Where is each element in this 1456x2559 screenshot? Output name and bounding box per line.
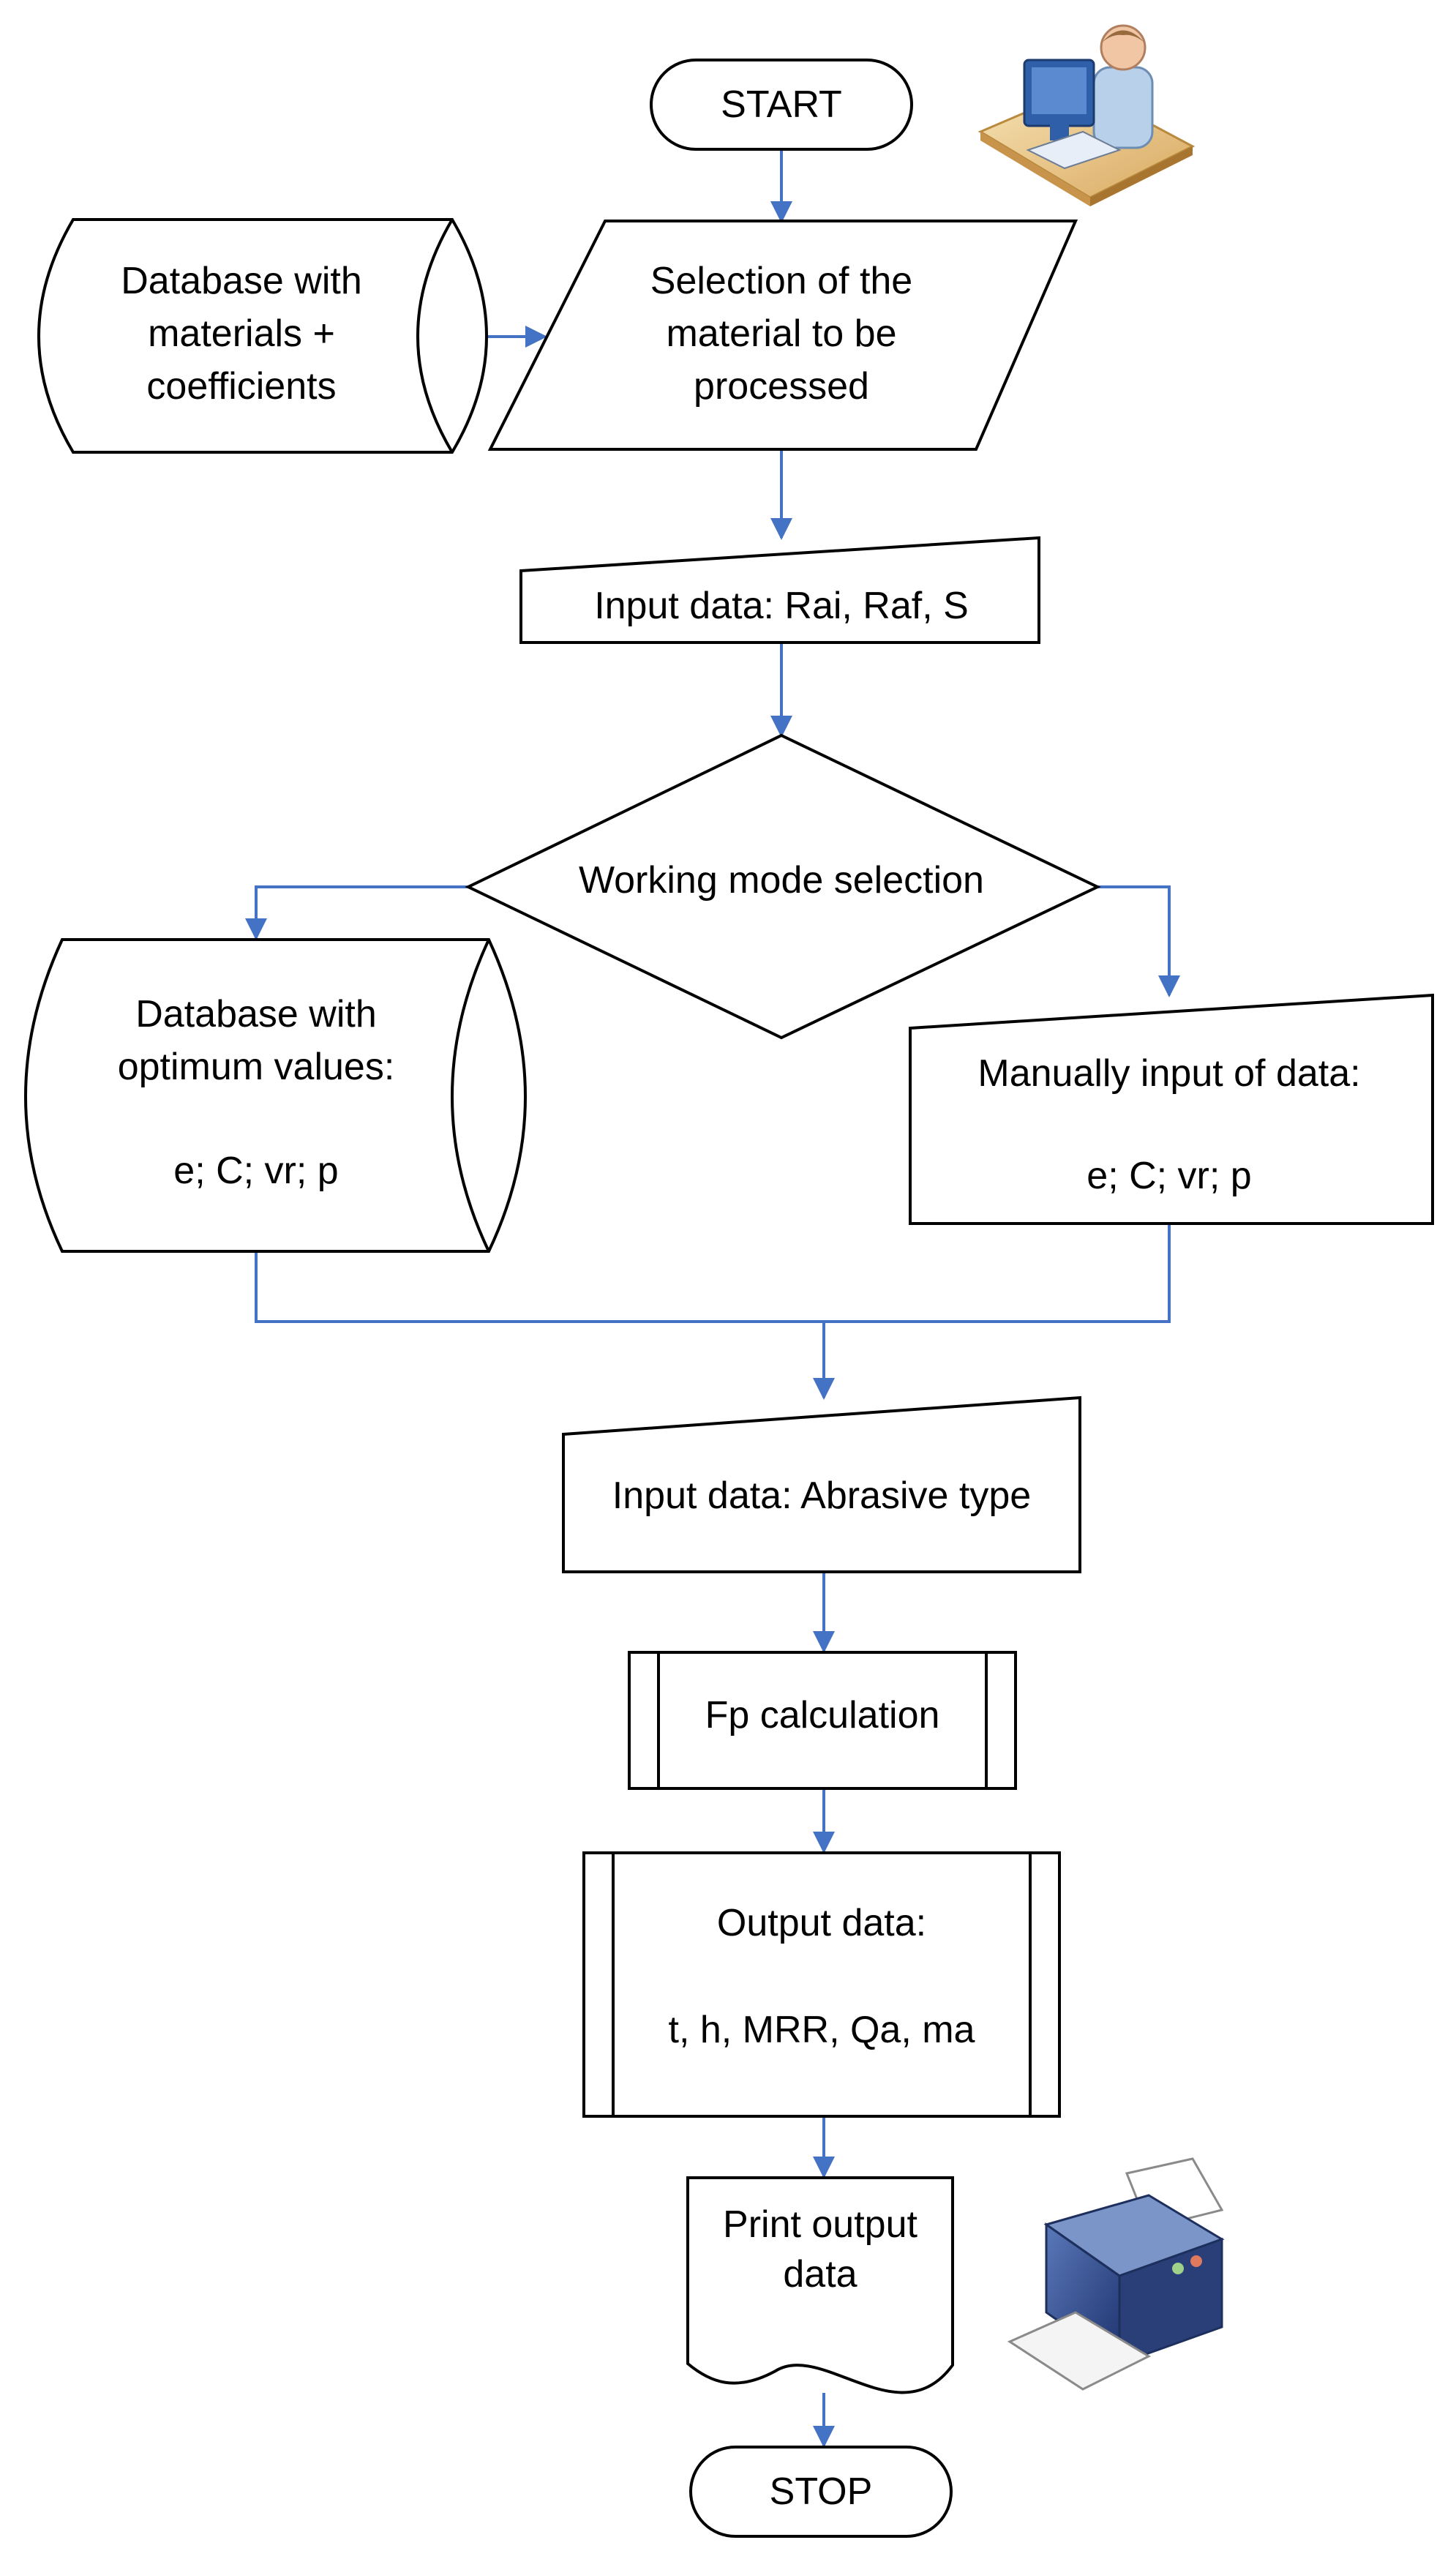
print-node: Print output data <box>686 2176 954 2394</box>
start-label: START <box>721 83 842 126</box>
output-node: Output data: t, h, MRR, Qa, ma <box>582 1851 1061 2118</box>
computer-user-icon <box>977 24 1196 206</box>
selection-node: Selection of the material to be processe… <box>487 220 1078 451</box>
input-rai-node: Input data: Rai, Raf, S <box>519 536 1040 644</box>
database-materials: Database with materials + coefficients <box>37 218 488 454</box>
output-line-1: Output data: <box>717 1902 926 1944</box>
selection-line-3: processed <box>694 365 869 408</box>
connector-decision-to-manual <box>1097 885 1180 997</box>
selection-line-1: Selection of the <box>650 260 912 302</box>
connector-decision-to-database <box>245 885 468 940</box>
connectors <box>245 150 1180 2448</box>
selection-line-2: material to be <box>666 312 896 355</box>
print-line-1: Print output <box>723 2203 917 2246</box>
manual-input-line-1: Manually input of data: <box>977 1052 1360 1095</box>
print-line-2: data <box>783 2253 857 2296</box>
input-rai-label: Input data: Rai, Raf, S <box>594 585 969 627</box>
fp-calculation-label: Fp calculation <box>705 1694 940 1736</box>
stop-label: STOP <box>770 2470 873 2513</box>
fp-calculation-node: Fp calculation <box>628 1651 1017 1790</box>
database-optimum: Database with optimum values: e; C; vr; … <box>24 938 527 1253</box>
output-line-2: t, h, MRR, Qa, ma <box>669 2009 975 2051</box>
start-node: START <box>650 59 913 151</box>
manual-input-line-2: e; C; vr; p <box>1087 1155 1251 1197</box>
input-abrasive-node: Input data: Abrasive type <box>562 1395 1081 1573</box>
database-materials-line-1: Database with <box>121 260 362 302</box>
stop-node: STOP <box>689 2446 953 2538</box>
manual-input-node: Manually input of data: e; C; vr; p <box>909 993 1434 1225</box>
connector-merge <box>255 1224 1171 1323</box>
decision-node: Working mode selection <box>465 733 1101 1040</box>
database-optimum-line-3: e; C; vr; p <box>173 1150 338 1192</box>
database-materials-line-2: materials + <box>148 312 335 355</box>
database-materials-line-3: coefficients <box>146 365 336 408</box>
printer-icon <box>1007 2157 1225 2391</box>
input-abrasive-label: Input data: Abrasive type <box>612 1475 1031 1517</box>
database-optimum-line-1: Database with <box>135 993 377 1035</box>
decision-label: Working mode selection <box>579 859 984 902</box>
database-optimum-line-2: optimum values: <box>118 1046 395 1088</box>
